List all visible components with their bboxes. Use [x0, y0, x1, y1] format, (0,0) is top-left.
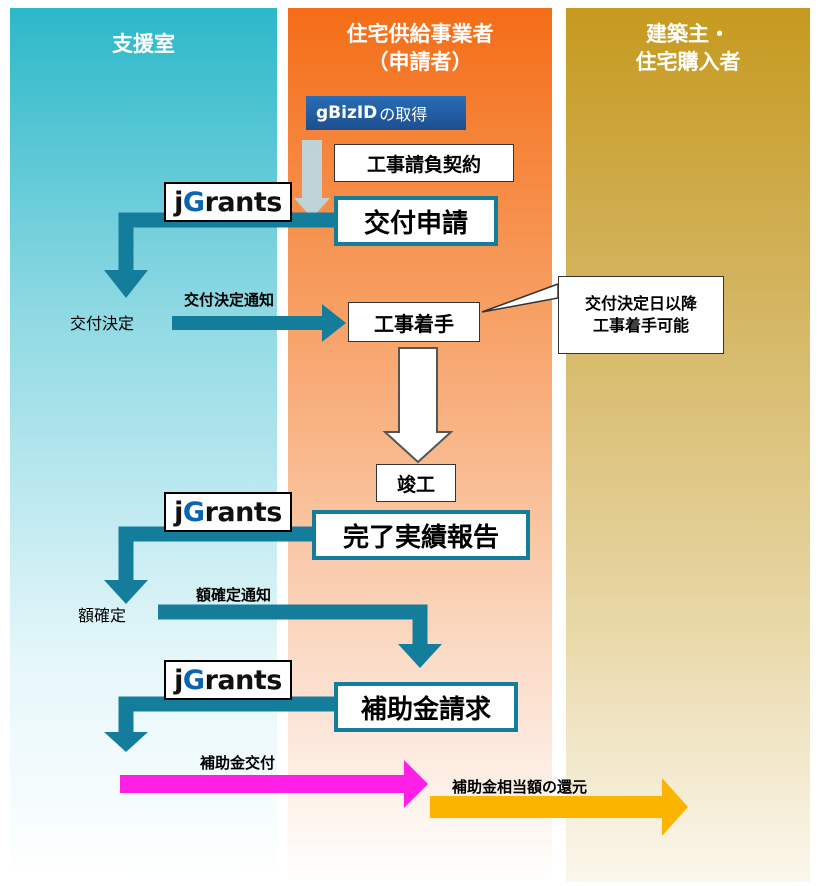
grant-payment-arrowhead — [404, 760, 428, 808]
refund-arrowhead — [662, 778, 688, 836]
start-date-callout: 交付決定日以降 工事着手可能 — [558, 276, 724, 354]
completion-box: 竣工 — [376, 464, 456, 502]
report-to-amount-arrow — [118, 526, 334, 585]
subsidy-claim-box: 補助金請求 — [334, 682, 518, 732]
grant-application-box: 交付申請 — [334, 196, 498, 246]
refund-arrow-shaft — [430, 796, 664, 818]
completion-report-box: 完了実績報告 — [312, 510, 530, 560]
refund-label: 補助金相当額の還元 — [452, 778, 588, 796]
lane-owner-buyer: 建築主・ 住宅購入者 — [566, 8, 810, 882]
amount-notice-arrowhead — [398, 644, 442, 668]
grant-payment-label: 補助金交付 — [200, 754, 276, 772]
application-to-decision-arrow — [118, 212, 334, 275]
construction-contract-box: 工事請負契約 — [334, 144, 514, 182]
amount-fixed-label: 額確定 — [78, 606, 127, 625]
gbizid-prefix: gBizID — [316, 103, 378, 123]
decision-notice-arrow-shaft — [172, 316, 324, 330]
grant-decision-label: 交付決定 — [70, 314, 135, 333]
claim-to-payment-arrowhead — [104, 732, 148, 752]
construction-start-box: 工事着手 — [348, 302, 480, 342]
amount-notice-arrow — [158, 604, 428, 648]
lane-support-office: 支援室 — [10, 8, 277, 882]
claim-to-payment-arrow — [118, 696, 334, 738]
decision-notice-arrowhead — [322, 304, 346, 342]
gbizid-suffix: の取得 — [379, 105, 428, 124]
lane-title-support: 支援室 — [112, 32, 175, 56]
grant-payment-arrow-shaft — [120, 775, 406, 793]
callout-line-1: 交付決定日以降 — [584, 294, 697, 313]
start-to-completion-arrow — [382, 347, 454, 464]
lane-title-owner: 建築主・ 住宅購入者 — [635, 22, 741, 74]
callout-line-2: 工事着手可能 — [592, 316, 689, 335]
amount-notice-label: 額確定通知 — [196, 586, 272, 604]
callout-tail — [481, 282, 559, 313]
decision-notice-label: 交付決定通知 — [184, 291, 275, 309]
lane-title-supplier: 住宅供給事業者 （申請者） — [346, 22, 494, 74]
gbiz-to-application-arrow — [294, 140, 330, 218]
report-to-amount-arrowhead — [104, 580, 148, 604]
application-to-decision-arrowhead — [104, 270, 148, 298]
